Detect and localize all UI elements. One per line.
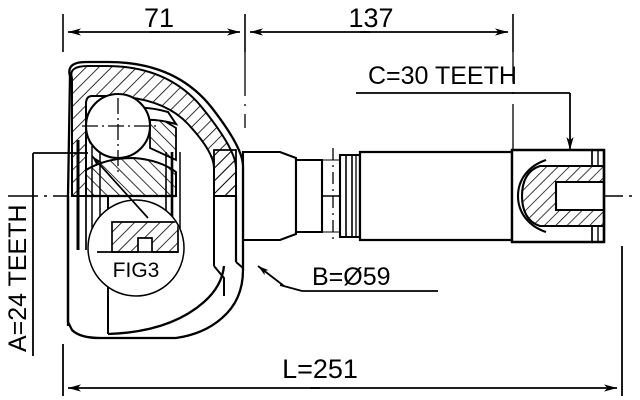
fig3-detail-bubble: FIG3 — [87, 199, 185, 297]
label-text-c-spline: C=30 TEETH — [368, 62, 517, 90]
joint-outer-body: FIG3 — [66, 60, 245, 340]
dimension-value-71: 71 — [144, 3, 174, 33]
label-b-diameter: B=Ø59 — [257, 263, 438, 292]
shaft-transition-cone — [241, 150, 298, 242]
label-text-a-spline: A=24 TEETH — [4, 204, 32, 352]
bell-bottom-sweep — [107, 265, 226, 336]
shaft-circlip-band — [338, 153, 362, 239]
dimension-value-L: L=251 — [282, 354, 358, 384]
shaft-neck — [294, 158, 324, 234]
dimension-overall-length: L=251 — [62, 246, 623, 396]
label-a-24-teeth: A=24 TEETH — [4, 152, 149, 356]
spline-bore-entry-curve — [516, 159, 547, 233]
dimension-137: 137 — [250, 2, 514, 52]
bell-lower-chamfer — [213, 265, 225, 296]
fig3-label: FIG3 — [113, 259, 160, 282]
shaft-main-barrel — [358, 150, 514, 242]
label-text-b-diameter: B=Ø59 — [312, 263, 391, 291]
dimension-71: 71 — [62, 2, 246, 52]
shaft-assembly — [241, 148, 606, 244]
dim-text-bg-137 — [340, 2, 402, 30]
dim-text-bg-L — [268, 352, 372, 384]
bell-front-lip-section — [213, 149, 237, 197]
label-c-30-teeth: C=30 TEETH — [356, 62, 574, 150]
dimension-value-137: 137 — [348, 3, 393, 33]
leader-arrow-a — [91, 155, 149, 219]
dim-text-bg-71 — [133, 2, 185, 30]
leader-arrow-b — [257, 265, 285, 287]
bell-lower-chamfer-2 — [235, 240, 244, 271]
